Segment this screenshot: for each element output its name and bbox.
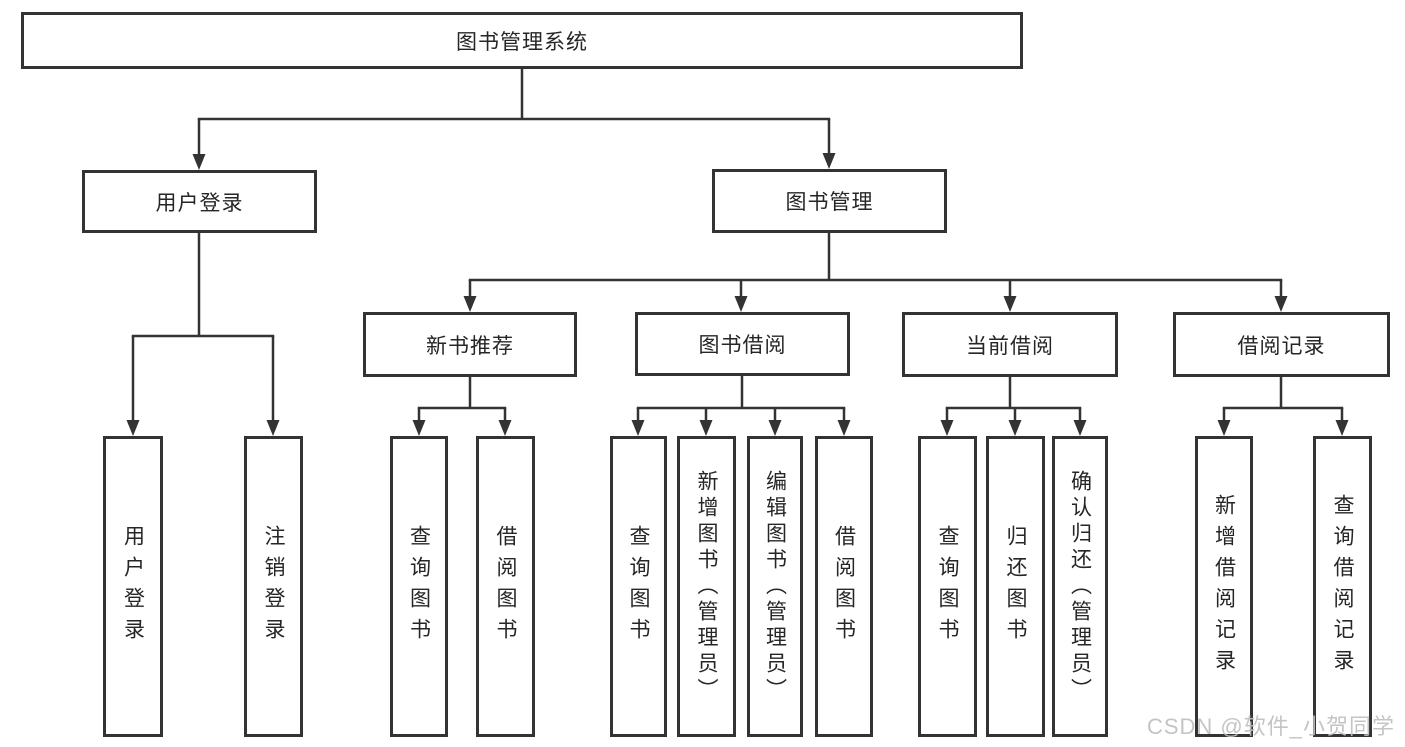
node-label: 用户登录 [121, 524, 145, 649]
leaf-borrow-books-borrowing: 借阅图书 [815, 436, 873, 737]
leaf-query-borrow-record: 查询借阅记录 [1313, 436, 1372, 737]
node-label: 借阅记录 [1237, 334, 1326, 358]
node-label: 借阅图书 [494, 524, 517, 649]
node-label: 当前借阅 [966, 334, 1054, 358]
leaf-return-books: 归还图书 [986, 436, 1045, 737]
leaf-confirm-return-admin: 确认归还（管理员） [1052, 436, 1108, 737]
leaf-query-books-borrowing: 查询图书 [610, 436, 667, 737]
node-new-book-recommendation: 新书推荐 [363, 312, 577, 377]
node-user-login: 用户登录 [82, 170, 317, 233]
leaf-logout: 注销登录 [244, 436, 303, 737]
leaf-add-book-admin: 新增图书（管理员） [677, 436, 736, 737]
node-label: 确认归还（管理员） [1068, 469, 1092, 704]
node-label: 查询图书 [407, 524, 431, 649]
node-label: 图书管理系统 [456, 30, 588, 54]
node-borrowing-records: 借阅记录 [1173, 312, 1390, 377]
node-label: 图书借阅 [698, 334, 787, 357]
node-current-borrowing: 当前借阅 [902, 312, 1118, 377]
node-book-borrowing: 图书借阅 [635, 312, 850, 376]
leaf-edit-book-admin: 编辑图书（管理员） [747, 436, 803, 737]
node-label: 图书管理 [785, 191, 874, 214]
node-label: 归还图书 [1004, 524, 1027, 649]
leaf-user-login: 用户登录 [103, 436, 163, 737]
node-label: 查询图书 [936, 524, 959, 649]
node-label: 新书推荐 [426, 334, 514, 358]
node-label: 新增借阅记录 [1212, 493, 1236, 680]
node-book-management: 图书管理 [712, 169, 947, 233]
node-label: 用户登录 [155, 191, 244, 215]
node-label: 查询图书 [627, 524, 650, 649]
node-label: 查询借阅记录 [1331, 493, 1354, 680]
csdn-watermark: CSDN @软件_小贺同学 [1146, 714, 1395, 739]
leaf-query-books-current: 查询图书 [918, 436, 977, 737]
node-label: 新增图书（管理员） [695, 469, 718, 704]
leaf-borrow-books-recommendation: 借阅图书 [476, 436, 535, 737]
node-label: 编辑图书（管理员） [763, 469, 787, 704]
node-label: 借阅图书 [832, 524, 856, 649]
leaf-add-borrow-record: 新增借阅记录 [1195, 436, 1253, 737]
leaf-query-books-recommendation: 查询图书 [390, 436, 448, 737]
node-library-management-system: 图书管理系统 [21, 12, 1023, 69]
node-label: 注销登录 [262, 524, 285, 649]
